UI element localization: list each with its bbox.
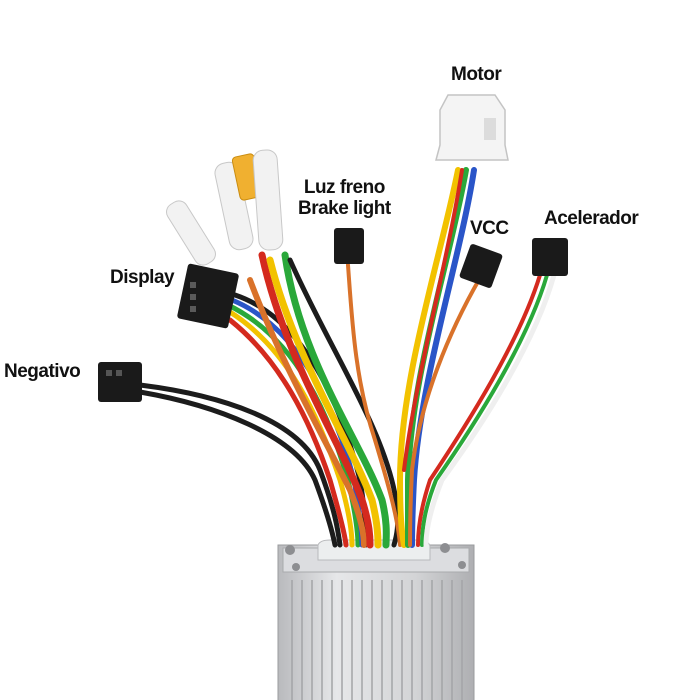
brake-light-label-en: Brake light <box>298 198 391 219</box>
display-label: Display <box>110 267 175 288</box>
wire-bundle <box>137 167 557 549</box>
vcc-label: VCC <box>470 218 509 239</box>
brake-light-label-es: Luz freno <box>303 177 385 198</box>
motor-connector <box>435 94 509 161</box>
vcc-connector <box>459 244 503 288</box>
accelerator-connector <box>532 238 568 276</box>
motor-label: Motor <box>451 64 502 85</box>
brake-light-connector <box>334 228 364 264</box>
negative-connector <box>98 362 142 402</box>
accelerator-label: Acelerador <box>544 208 639 229</box>
controller-box <box>277 539 475 700</box>
brake-light-label: Luz freno Brake light <box>298 177 391 219</box>
bullet-connectors <box>166 149 284 266</box>
negative-label: Negativo <box>4 361 81 382</box>
display-connector <box>177 263 239 329</box>
